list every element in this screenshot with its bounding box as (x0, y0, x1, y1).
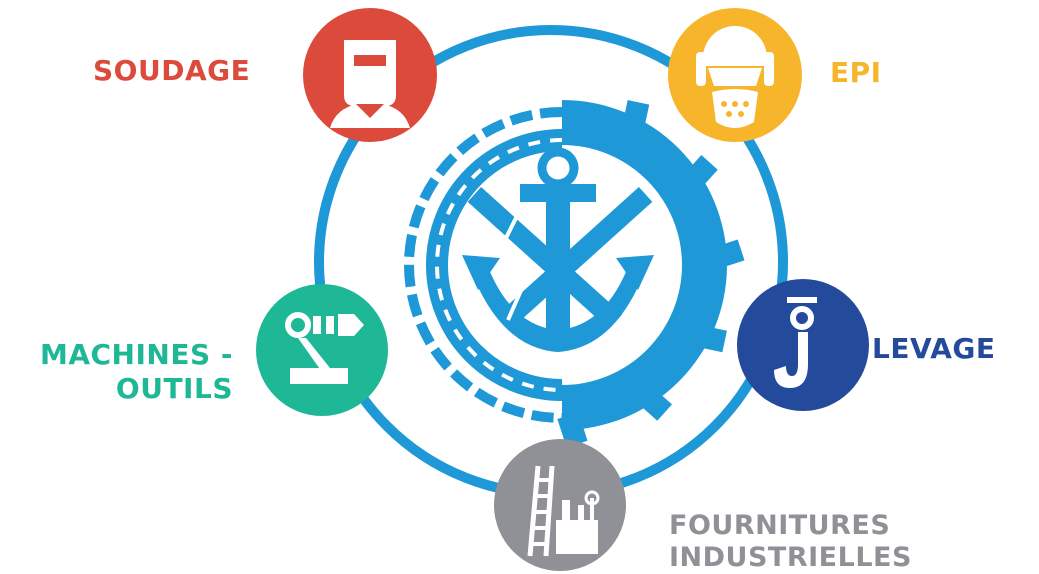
label-levage[interactable]: LEVAGE (872, 332, 996, 366)
crane-hook-icon[interactable] (737, 279, 869, 411)
label-soudage-line-1: SOUDAGE (93, 54, 251, 87)
label-fournitures-line-2: INDUSTRIELLES (669, 542, 912, 573)
label-machines-line-1: MACHINES - (39, 338, 233, 371)
label-levage-line-1: LEVAGE (872, 332, 996, 365)
label-epi-line-1: EPI (830, 56, 882, 89)
ladder-tools-icon[interactable] (494, 439, 626, 571)
label-fournitures-industrielles[interactable]: FOURNITURES INDUSTRIELLES (669, 510, 912, 574)
label-soudage[interactable]: SOUDAGE (93, 54, 250, 88)
label-machines-line-2: OUTILS (115, 372, 233, 405)
label-fournitures-line-1: FOURNITURES (669, 510, 891, 541)
label-machines-outils[interactable]: MACHINES - OUTILS (40, 338, 233, 406)
welder-mask-icon[interactable] (303, 8, 437, 142)
robot-arm-icon[interactable] (256, 284, 388, 416)
label-epi[interactable]: EPI (830, 56, 882, 90)
safety-gear-icon[interactable] (668, 8, 802, 142)
anchor-gear-logo (404, 100, 745, 448)
